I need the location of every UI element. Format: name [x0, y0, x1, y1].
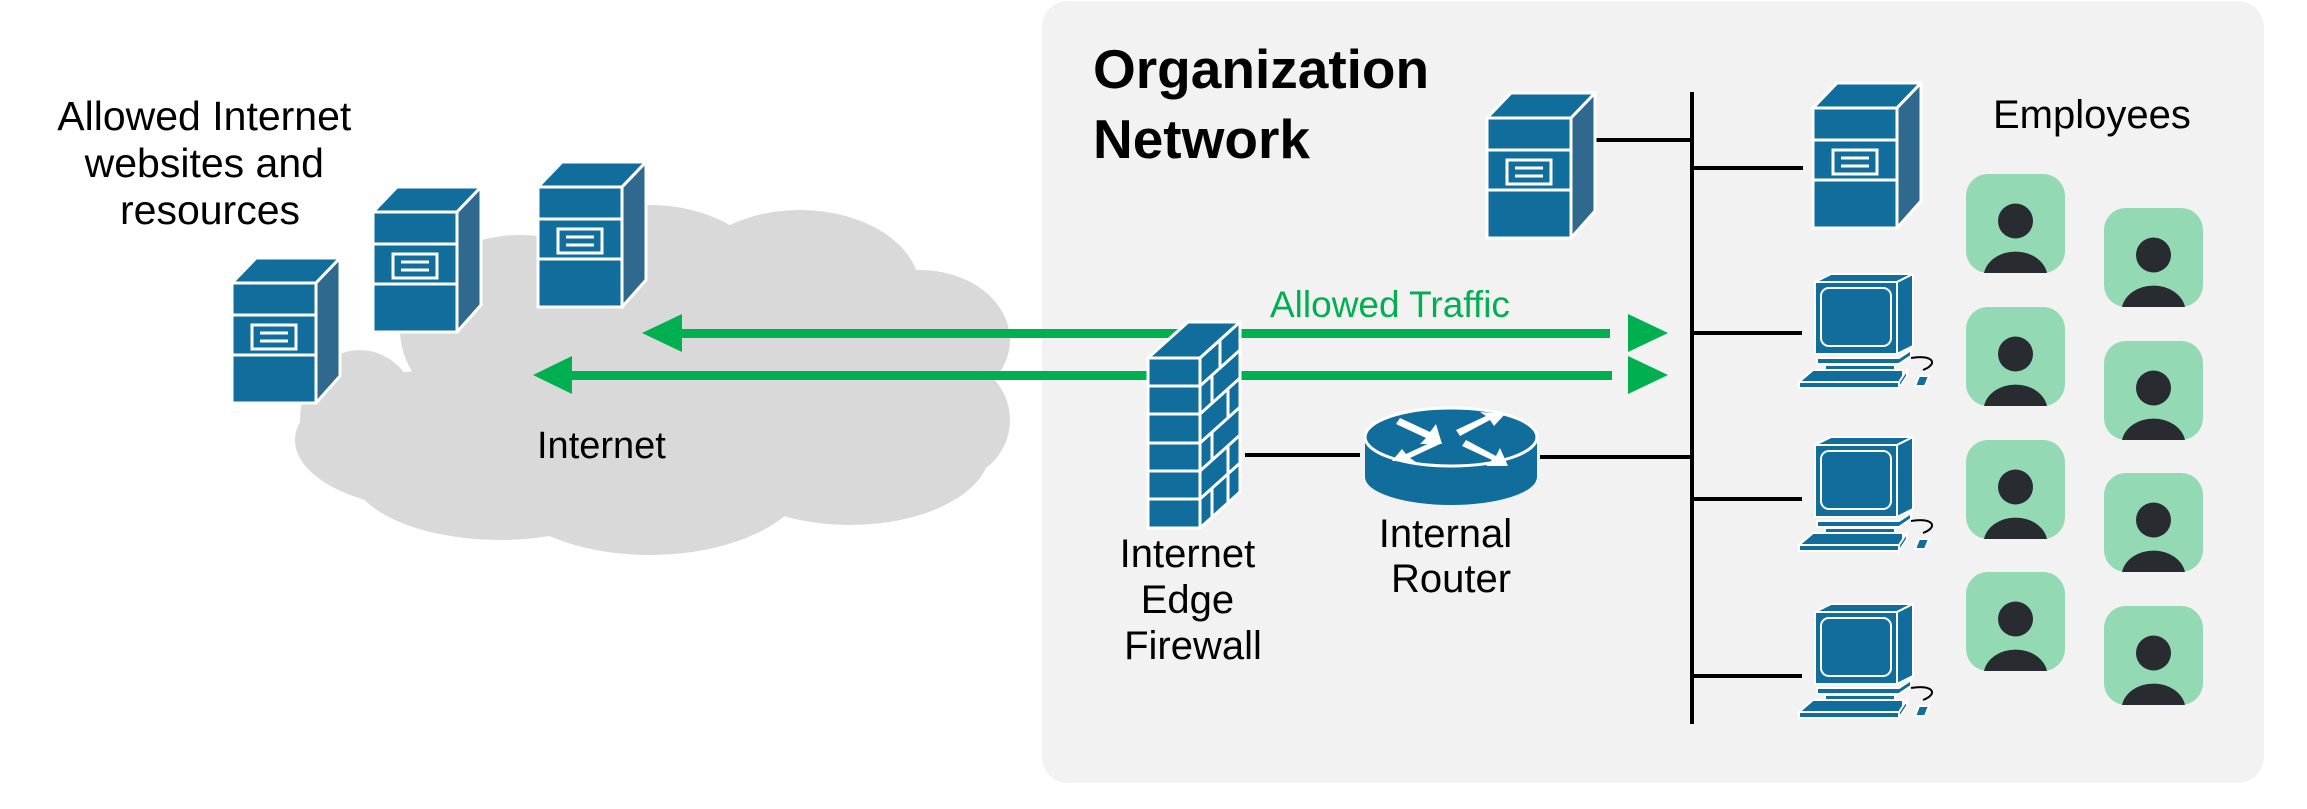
server-icon [536, 160, 648, 309]
router-label: Internal Router [1379, 512, 1524, 601]
server-icon [230, 256, 342, 405]
traffic-arrow-lower [533, 356, 1668, 394]
organization-network-zone [1042, 1, 2264, 783]
employees-label: Employees [1993, 93, 2191, 137]
employee-avatar-icon [2104, 341, 2203, 440]
arrowhead-left-icon [642, 314, 682, 352]
arrowhead-left-icon [533, 356, 572, 394]
employee-avatar-icon [1966, 174, 2065, 273]
server-icon [371, 185, 483, 334]
employee-avatar-icon [1966, 572, 2065, 671]
arrowhead-right-icon [1628, 356, 1668, 394]
employee-avatar-icon [2104, 473, 2203, 572]
internet-cloud-label: Internet [537, 425, 666, 467]
server-icon [1811, 81, 1923, 230]
arrowhead-right-icon [1628, 314, 1668, 352]
traffic-arrow-upper [642, 314, 1668, 352]
router-icon [1363, 406, 1539, 505]
employee-avatar-icon [1966, 440, 2065, 539]
firewall-label: Internet Edge Firewall [1120, 532, 1267, 668]
employee-avatar-icon [2104, 208, 2203, 307]
employee-avatar-icon [1966, 307, 2065, 406]
allowed-traffic-label: Allowed Traffic [1270, 284, 1510, 325]
internet-resources-label: Allowed Internet websites and resources [57, 93, 362, 233]
organization-network-title: Organization Network [1093, 38, 1444, 170]
firewall-icon [1146, 320, 1242, 530]
server-icon [1485, 91, 1597, 240]
employee-avatar-icon [2104, 606, 2203, 705]
